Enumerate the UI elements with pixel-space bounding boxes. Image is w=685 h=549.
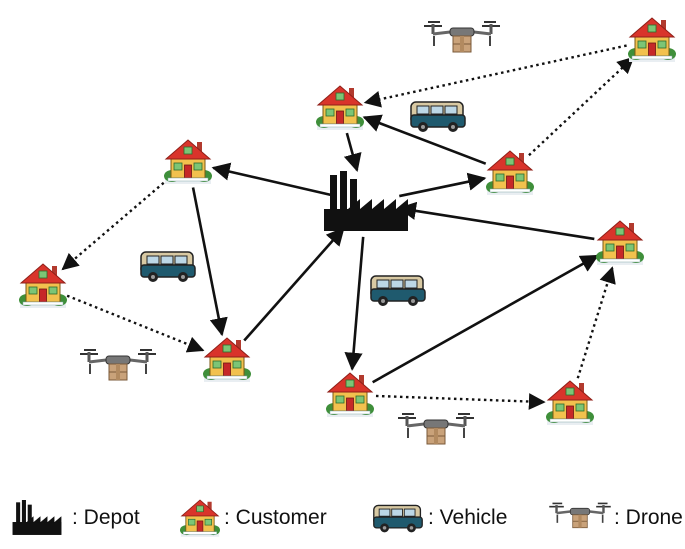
legend-vehicle-label: : Vehicle <box>428 506 508 529</box>
customer-house-icon <box>315 85 365 131</box>
depot-icon <box>324 171 408 231</box>
vehicle-van-icon <box>370 275 426 307</box>
vehicle-van-icon <box>140 251 196 283</box>
drone-icon <box>548 502 612 529</box>
depot-icon <box>12 500 62 535</box>
drone-icon <box>78 348 158 382</box>
legend-customer-label: : Customer <box>224 506 327 529</box>
customer-house-icon <box>545 380 595 426</box>
legend-drone-label: : Drone <box>614 506 683 529</box>
legend-customer: : Customer <box>180 499 327 537</box>
customer-house-icon <box>595 220 645 266</box>
drone-route-arrow <box>375 393 546 410</box>
vehicle-route-arrow <box>362 114 487 165</box>
customer-house-icon <box>325 372 375 418</box>
vehicle-routes <box>191 114 599 384</box>
customer-house-icon <box>180 499 220 537</box>
drone-route-arrow <box>61 177 170 271</box>
customer-house-icon <box>18 263 68 309</box>
vehicle-route-arrow <box>397 201 595 241</box>
drone-route-arrow <box>363 44 627 108</box>
vehicle-route-arrow <box>243 227 345 342</box>
vehicle-van-icon <box>410 101 466 133</box>
vehicle-route-arrow <box>191 187 228 337</box>
legend-vehicle: : Vehicle <box>372 500 507 536</box>
drone-route-arrow <box>576 266 616 379</box>
vehicle-van-icon <box>373 504 423 533</box>
customer-house-icon <box>202 337 252 383</box>
vehicle-route-arrow <box>372 254 599 384</box>
vehicle-route-arrow <box>399 172 487 198</box>
vehicle-route-arrow <box>211 162 334 197</box>
drone-route-arrow <box>528 56 635 157</box>
drone-routes <box>61 44 635 410</box>
vehicle-route-arrow <box>343 132 362 172</box>
legend-depot-label: : Depot <box>72 506 140 529</box>
customer-house-icon <box>627 17 677 63</box>
vehicle-route-arrow <box>344 236 365 371</box>
legend-drone: : Drone <box>546 500 683 536</box>
drone-icon <box>396 412 476 446</box>
legend-depot: : Depot <box>2 500 140 536</box>
customer-house-icon <box>163 139 213 185</box>
customer-house-icon <box>485 150 535 196</box>
drone-icon <box>422 20 502 54</box>
drone-route-arrow <box>66 294 205 353</box>
